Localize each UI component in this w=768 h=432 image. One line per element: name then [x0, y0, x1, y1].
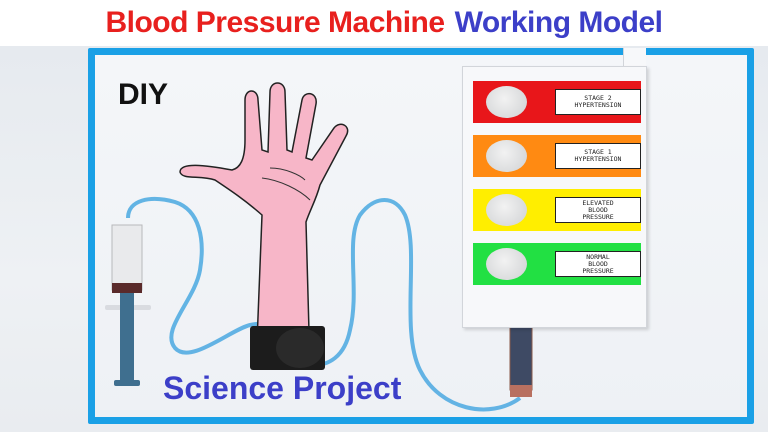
level-normal: NORMAL BLOOD PRESSURE [473, 243, 641, 285]
indicator-hole [486, 248, 528, 280]
indicator-hole [486, 140, 528, 172]
level-label: NORMAL BLOOD PRESSURE [555, 251, 641, 277]
level-stage2: STAGE 2 HYPERTENSION [473, 81, 641, 123]
level-label: STAGE 2 HYPERTENSION [555, 89, 641, 115]
thumbnail-title: Blood Pressure Machine Working Model [0, 0, 768, 46]
indicator-hole [486, 194, 528, 226]
level-label: STAGE 1 HYPERTENSION [555, 143, 641, 169]
title-blue-text: Working Model [454, 6, 663, 39]
level-stage1: STAGE 1 HYPERTENSION [473, 135, 641, 177]
title-red-text: Blood Pressure Machine [105, 6, 445, 39]
indicator-hole [486, 86, 528, 118]
right-syringe [509, 323, 533, 397]
level-elevated: ELEVATED BLOOD PRESSURE [473, 189, 641, 231]
level-label: ELEVATED BLOOD PRESSURE [555, 197, 641, 223]
left-tube [126, 197, 287, 355]
bp-indicator-panel: STAGE 2 HYPERTENSION STAGE 1 HYPERTENSIO… [462, 66, 647, 328]
right-tube [304, 198, 522, 412]
diy-text: DIY [118, 78, 169, 111]
left-syringe [105, 224, 151, 386]
science-project-text: Science Project [163, 370, 402, 406]
hand-cutout [179, 82, 349, 369]
